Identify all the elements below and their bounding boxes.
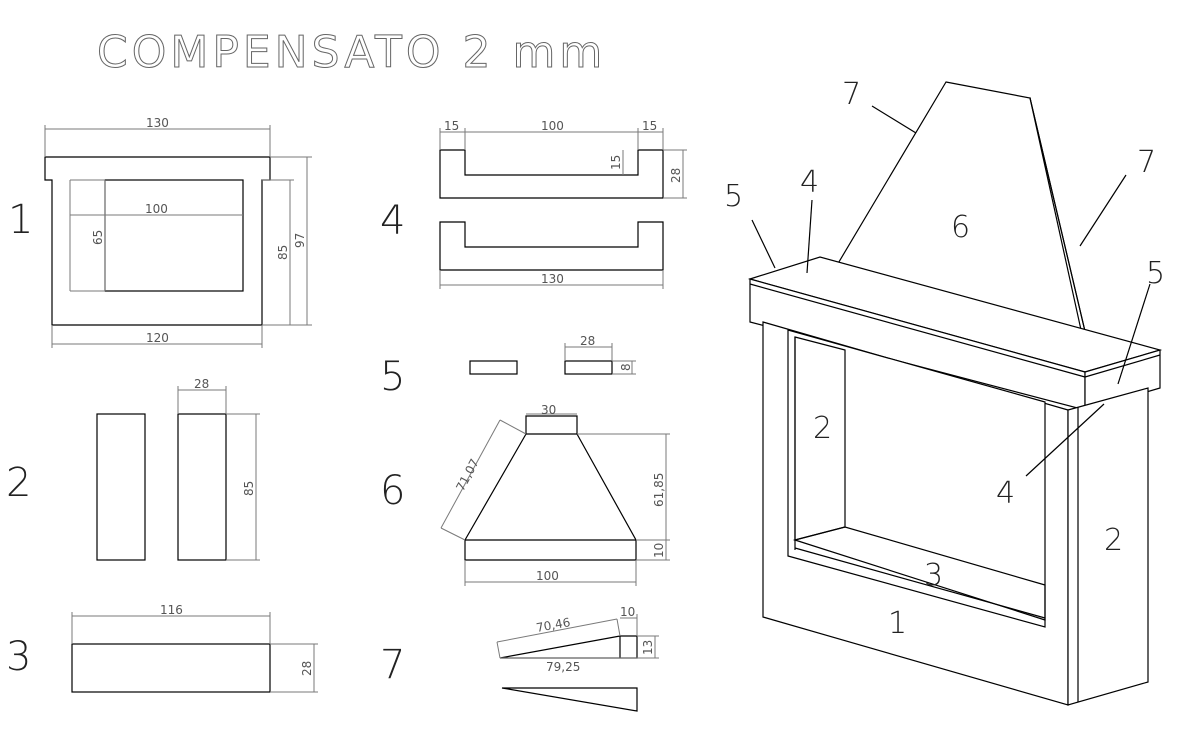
assembly-label-7a: 7 [842, 77, 861, 112]
assembly-label-2a: 2 [813, 411, 832, 446]
part-5-number: 5 [380, 354, 405, 400]
dim-p6-7107: 71,07 [453, 456, 481, 493]
dim-p6-6185: 61,85 [652, 473, 666, 507]
dim-p1-120: 120 [146, 331, 169, 345]
part-7-number: 7 [380, 642, 405, 688]
part-6-trapezoid: 6 30 71,07 61,85 10 100 [380, 403, 670, 586]
dim-p4-130: 130 [541, 272, 564, 286]
part-4-channel-a [439, 149, 664, 199]
assembly-label-5b: 5 [1146, 256, 1165, 291]
part-1-number: 1 [8, 197, 33, 243]
dim-p1-130: 130 [146, 116, 169, 130]
part-5-strip-a [469, 360, 518, 375]
assembly-label-2b: 2 [1104, 523, 1123, 558]
part-1-opening [104, 179, 244, 292]
part-5-strips: 5 28 8 [380, 334, 636, 400]
part-3-base-panel: 3 116 28 [6, 603, 318, 693]
part-7-wedge-b [501, 687, 638, 712]
part-4-channels: 4 15 100 15 15 28 130 [380, 119, 687, 289]
dim-p1-65: 65 [91, 230, 105, 245]
part-4-number: 4 [380, 198, 405, 244]
assembly-label-6: 6 [951, 210, 970, 245]
dim-p4-28: 28 [669, 168, 683, 183]
dim-p2-85: 85 [242, 481, 256, 496]
assembly-label-5a: 5 [724, 179, 743, 214]
dim-p1-97: 97 [293, 233, 307, 248]
part-2-panel-a [96, 413, 146, 561]
dim-p4-15-right: 15 [642, 119, 657, 133]
dim-p3-28: 28 [300, 661, 314, 676]
part-3-outline [71, 643, 271, 693]
part-2-side-panels: 2 28 85 [6, 377, 260, 561]
part-2-panel-b [177, 413, 227, 561]
assembly-side-panel-2 [1067, 387, 1149, 706]
dim-p7-7925: 79,25 [546, 660, 580, 674]
dim-p3-116: 116 [160, 603, 183, 617]
part-3-number: 3 [6, 634, 31, 680]
dim-p6-100: 100 [536, 569, 559, 583]
part-1-front-panel: 1 130 100 65 85 97 120 [8, 116, 312, 348]
dim-p4-100: 100 [541, 119, 564, 133]
assembly-label-3: 3 [924, 558, 943, 593]
dim-p7-10: 10 [620, 605, 635, 619]
assembly-inner-base [792, 526, 1046, 621]
dim-p6-30: 30 [541, 403, 556, 417]
dim-p1-85: 85 [276, 245, 290, 260]
dim-p4-15-notch: 15 [609, 155, 623, 170]
dim-p7-13: 13 [641, 640, 655, 655]
assembly-label-7b: 7 [1137, 145, 1156, 180]
dim-p2-28: 28 [194, 377, 209, 391]
dim-p7-7046: 70,46 [535, 615, 571, 635]
part-2-number: 2 [6, 460, 31, 506]
assembly-label-4a: 4 [800, 165, 819, 200]
diagram-title: COMPENSATO 2 mm [97, 27, 606, 78]
assembly-label-1: 1 [888, 606, 907, 641]
assembly-opening [787, 329, 1046, 628]
dim-p4-15-left: 15 [444, 119, 459, 133]
dim-p6-10: 10 [652, 543, 666, 558]
part-7-wedges: 7 70,46 10 13 79,25 [380, 605, 659, 712]
assembly-view: 7 7 6 5 5 4 4 2 2 3 1 [724, 77, 1165, 706]
part-5-strip-b [564, 360, 613, 375]
assembly-label-4b: 4 [996, 476, 1015, 511]
part-6-number: 6 [380, 468, 405, 514]
dim-p5-8: 8 [619, 363, 633, 371]
assembly-top-side [1084, 349, 1161, 411]
part-4-channel-b [439, 221, 664, 271]
dim-p5-28: 28 [580, 334, 595, 348]
part-7-wedge-a [499, 635, 638, 659]
dim-p1-100: 100 [145, 202, 168, 216]
